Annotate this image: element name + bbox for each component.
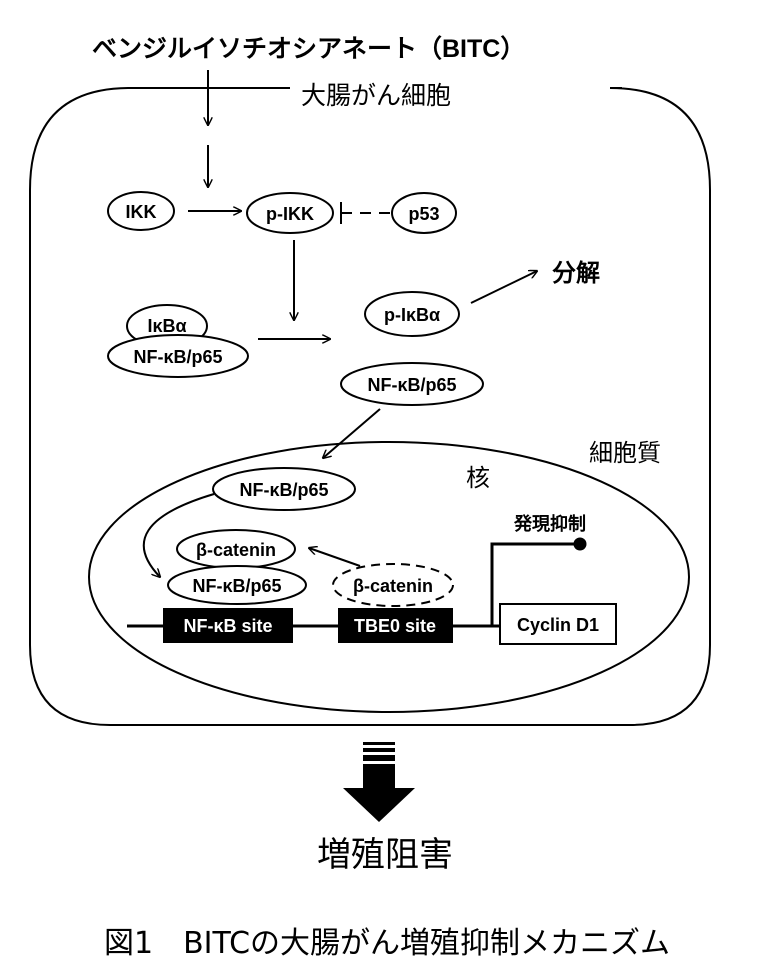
beta-catenin-dashed-node [332, 563, 454, 607]
p-ikk-label: p-IKK [266, 204, 314, 224]
beta-catenin-bound-label: β-catenin [196, 540, 276, 560]
nfkb-complex-node[interactable] [107, 334, 249, 378]
degradation-arrow [470, 271, 537, 304]
expression-suppression-label: 発現抑制 [513, 513, 586, 535]
cell-membrane [29, 87, 711, 726]
p-ikba-label: p-IκBα [384, 305, 440, 325]
nfkb-site-box [163, 608, 293, 643]
ikk-node [107, 191, 175, 231]
ikba-label: IκBα [147, 316, 186, 336]
cytoplasm-label: 細胞質 [589, 439, 661, 467]
nfkb-nuclear-node [212, 467, 356, 511]
tbe0-site-box [338, 608, 453, 643]
tbe0-site-label: TBE0 site [354, 616, 436, 636]
nfkb-free-label: NF-κB/p65 [367, 375, 456, 395]
p-ikk-node [246, 192, 334, 234]
nfkb-free-node [340, 362, 484, 406]
nucleus [88, 441, 690, 713]
degradation-label: 分解 [552, 259, 600, 287]
beta-catenin-transfer-arrow [309, 548, 361, 567]
nfkb-bound-label: NF-κB/p65 [192, 576, 281, 596]
ikk-label: IKK [126, 202, 157, 222]
p53-label: p53 [408, 204, 439, 224]
figure-caption: 図1 BITCの大腸がん増殖抑制メカニズム [104, 926, 670, 961]
compound-title: ベンジルイソチオシアネート（BITC） [92, 34, 525, 63]
nfkb-site-label: NF-κB site [183, 616, 272, 636]
nfkb-bound-node [167, 565, 307, 605]
promoter-line [490, 542, 577, 626]
p53-node [391, 192, 457, 234]
nfkb-nuclear-label: NF-κB/p65 [239, 480, 328, 500]
cell-label: 大腸がん細胞 [301, 81, 451, 110]
beta-catenin-dashed-label: β-catenin [353, 576, 433, 596]
outcome-label: 増殖阻害 [317, 835, 453, 875]
cyclin-d1-box [499, 603, 617, 645]
p-ikba-node [364, 291, 460, 337]
nfkb-complex-label: NF-κB/p65 [133, 347, 222, 367]
nuclear-translocation-arrow [323, 408, 381, 458]
nfkb-binding-arrow [142, 493, 215, 577]
nucleus-label: 核 [466, 464, 490, 492]
cyclin-d1-label: Cyclin D1 [517, 615, 599, 635]
suppression-dot [573, 537, 587, 551]
outcome-arrow [343, 742, 415, 822]
